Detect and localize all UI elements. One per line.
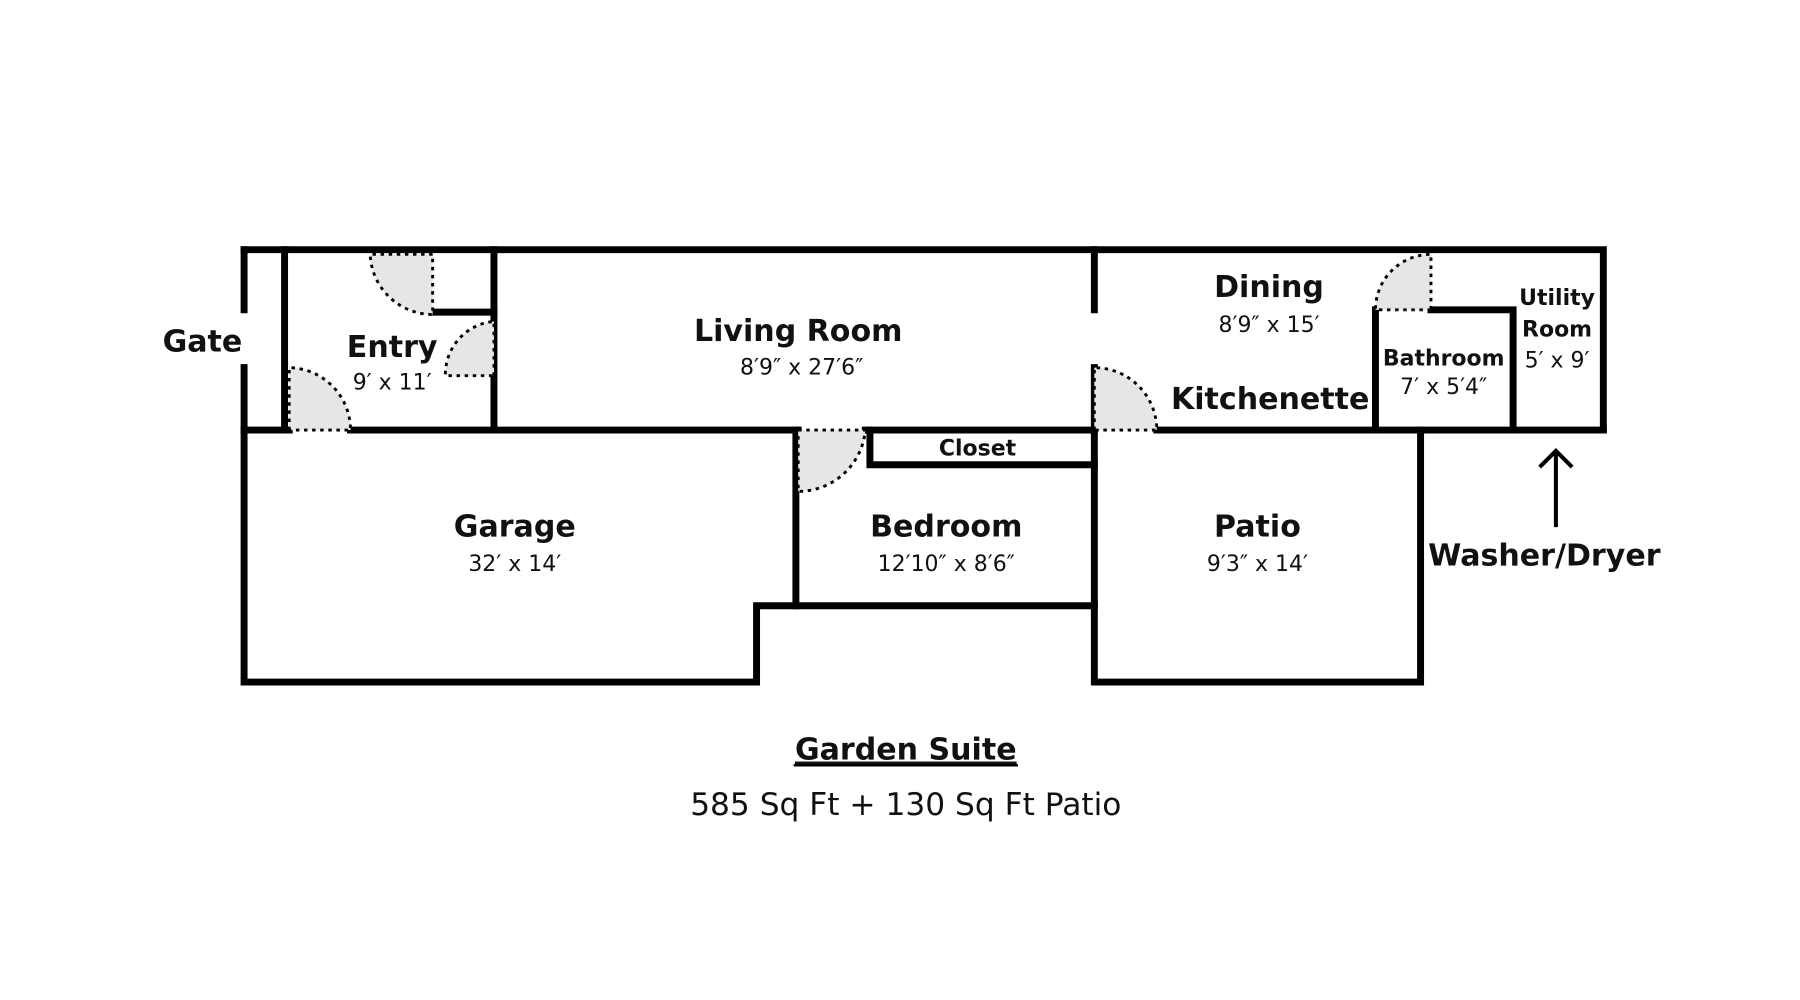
plan-area: 585 Sq Ft + 130 Sq Ft Patio [690,787,1121,823]
kitchenette-label: Kitchenette [1171,382,1369,417]
entry-label: Entry [347,330,438,365]
entry-door-icon [287,366,352,432]
living-room-size: 8′9″ x 27′6″ [740,356,863,381]
closet-label: Closet [939,436,1016,461]
plan-title: Garden Suite [795,733,1017,768]
washer-dryer-arrow-icon [1538,448,1574,528]
patio-label: Patio [1214,509,1301,544]
entry-closet-door-icon [368,252,435,316]
dining-size: 8′9″ x 15′ [1218,313,1319,338]
patio-size: 9′3″ x 14′ [1207,552,1308,577]
dining-label: Dining [1214,270,1324,305]
bedroom-size: 12′10″ x 8′6″ [878,552,1015,577]
utility-size: 5′ x 9′ [1525,349,1590,374]
doors [287,252,1433,493]
utility-label-line1: Utility [1519,286,1595,311]
walls [240,246,1607,686]
garage-size: 32′ x 14′ [468,552,561,577]
entry-size: 9′ x 11′ [353,371,432,396]
bathroom-label: Bathroom [1383,346,1505,371]
bedroom-door-icon [796,428,867,493]
bathroom-size: 7′ x 5′4″ [1400,375,1487,400]
living-room-label: Living Room [694,314,902,349]
utility-label-line2: Room [1522,317,1592,342]
gate-label: Gate [163,324,243,359]
living-door-icon [443,319,496,378]
bedroom-label: Bedroom [870,509,1022,544]
bathroom-door-icon [1374,252,1433,312]
washer-dryer-label: Washer/Dryer [1428,538,1661,573]
garage-label: Garage [454,509,576,544]
kitchen-door-icon [1092,366,1159,432]
